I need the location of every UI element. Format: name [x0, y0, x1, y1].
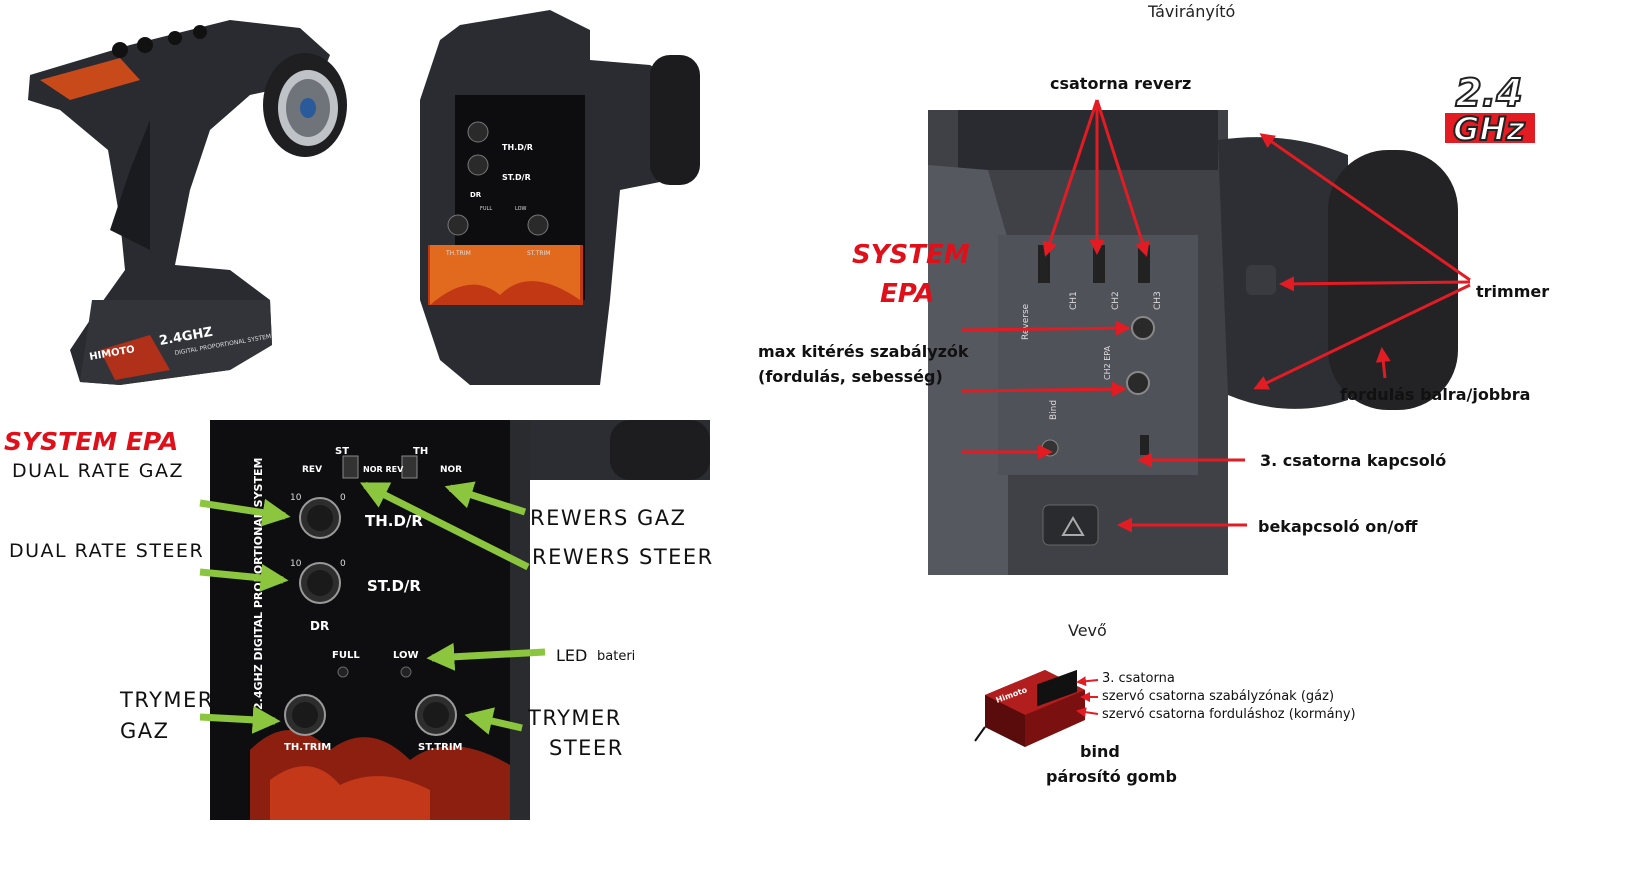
thdr-knob	[299, 497, 341, 539]
photo2-full: FULL	[480, 206, 492, 212]
rewers-gaz-label: REWERS GAZ	[530, 506, 687, 530]
receiver-bind-label-1: bind	[1080, 742, 1120, 761]
ch1-print: CH1	[1069, 291, 1079, 310]
stdr-knob	[299, 562, 341, 604]
trymer-steer-label-2: STEER	[549, 736, 624, 760]
panel-zero-1: 0	[340, 493, 346, 503]
bateri-label: bateri	[597, 649, 636, 664]
epa-label: EPA	[880, 279, 935, 309]
max-kiteres-label-1: max kitérés szabályzók	[758, 342, 969, 361]
photo2-thtrim: TH.TRIM	[445, 250, 471, 257]
panel-zero-2: 0	[340, 559, 346, 569]
reverse-print: Reverse	[1021, 303, 1031, 340]
top-knobs	[112, 25, 207, 58]
remote-title: Távirányító	[1148, 2, 1236, 21]
trymer-gaz-label-2: GAZ	[120, 719, 170, 743]
panel-nor-rev: NOR REV	[363, 465, 404, 474]
receiver-photo: Himoto	[974, 669, 1085, 747]
panel-closeup-photo: ST TH REV NOR REV NOR 10 0 TH.D/R 10 0 S…	[210, 420, 710, 820]
photo2-sttrim: ST.TRIM	[527, 250, 550, 257]
system-epa-label: SYSTEM EPA	[4, 427, 179, 456]
dual-rate-steer-label: DUAL RATE STEER	[9, 540, 205, 562]
photo2-thdr: TH.D/R	[502, 143, 533, 152]
panel-nor: NOR	[440, 465, 462, 475]
panel-sttrim: ST.TRIM	[418, 742, 463, 753]
trymer-steer-label-1: TRYMER	[528, 706, 622, 730]
bekapcsolo-label: bekapcsoló on/off	[1258, 517, 1418, 536]
thtrim-knob	[284, 694, 326, 736]
logo-24: 2.4	[1455, 71, 1522, 115]
receiver-gas-label: szervó csatorna szabályzónak (gáz)	[1102, 689, 1335, 704]
ch2epa-print: CH2 EPA	[1103, 345, 1112, 380]
ch2-print: CH2	[1111, 291, 1121, 310]
max-kiteres-label-2: (fordulás, sebesség)	[758, 367, 943, 386]
panel-ten-1: 10	[290, 493, 302, 503]
receiver-title: Vevő	[1068, 621, 1107, 640]
csatorna-reverz-label: csatorna reverz	[1050, 74, 1192, 93]
photo2-low: LOW	[515, 206, 527, 212]
transmitter-photo-top: TH.D/R ST.D/R DR FULL LOW TH.TRIM ST.TRI…	[420, 10, 700, 385]
fordulas-label: fordulás balra/jobbra	[1340, 385, 1531, 404]
receiver-ch3-label: 3. csatorna	[1102, 671, 1175, 686]
system-label: SYSTEM	[852, 240, 970, 270]
panel-thtrim: TH.TRIM	[284, 742, 331, 753]
panel-dr: DR	[310, 619, 329, 633]
receiver-bind-label-2: párosító gomb	[1046, 767, 1177, 786]
panel-ten-2: 10	[290, 559, 302, 569]
steering-wheel-icon	[263, 53, 347, 157]
dual-rate-gaz-label: DUAL RATE GAZ	[12, 460, 185, 482]
receiver-steer-label: szervó csatorna forduláshoz (kormány)	[1102, 707, 1356, 722]
bind-print: Bind	[1049, 400, 1059, 420]
rewers-steer-label: REWERS STEER	[532, 545, 714, 569]
transmitter-photo-side: HIMOTO 2.4GHZ DIGITAL PROPORTIONAL SYSTE…	[28, 20, 347, 385]
trymer-gaz-label-1: TRYMER	[120, 688, 214, 712]
panel-rev: REV	[302, 465, 322, 475]
logo-24ghz: 2.4 GHz	[1445, 70, 1535, 149]
led-label: LED	[556, 646, 588, 665]
photo2-stdr: ST.D/R	[502, 173, 531, 182]
panel-th: TH	[413, 446, 428, 457]
sttrim-knob	[415, 694, 457, 736]
panel-side-text: 2.4GHZ DIGITAL PROPORTIONAL SYSTEM	[252, 458, 265, 710]
panel-low: LOW	[393, 650, 419, 661]
panel-full: FULL	[332, 650, 360, 661]
panel-stdr: ST.D/R	[367, 577, 421, 595]
panel-thdr: TH.D/R	[365, 512, 423, 530]
ch3-print: CH3	[1153, 291, 1163, 310]
photo2-dr: DR	[470, 191, 482, 199]
panel-st: ST	[335, 446, 349, 457]
trimmer-label: trimmer	[1476, 282, 1550, 301]
channel-photo: CH1 CH2 CH3 Reverse CH2 EPA Bind	[928, 110, 1458, 575]
harmadik-csatorna-kapcsolo-label: 3. csatorna kapcsoló	[1260, 451, 1447, 470]
